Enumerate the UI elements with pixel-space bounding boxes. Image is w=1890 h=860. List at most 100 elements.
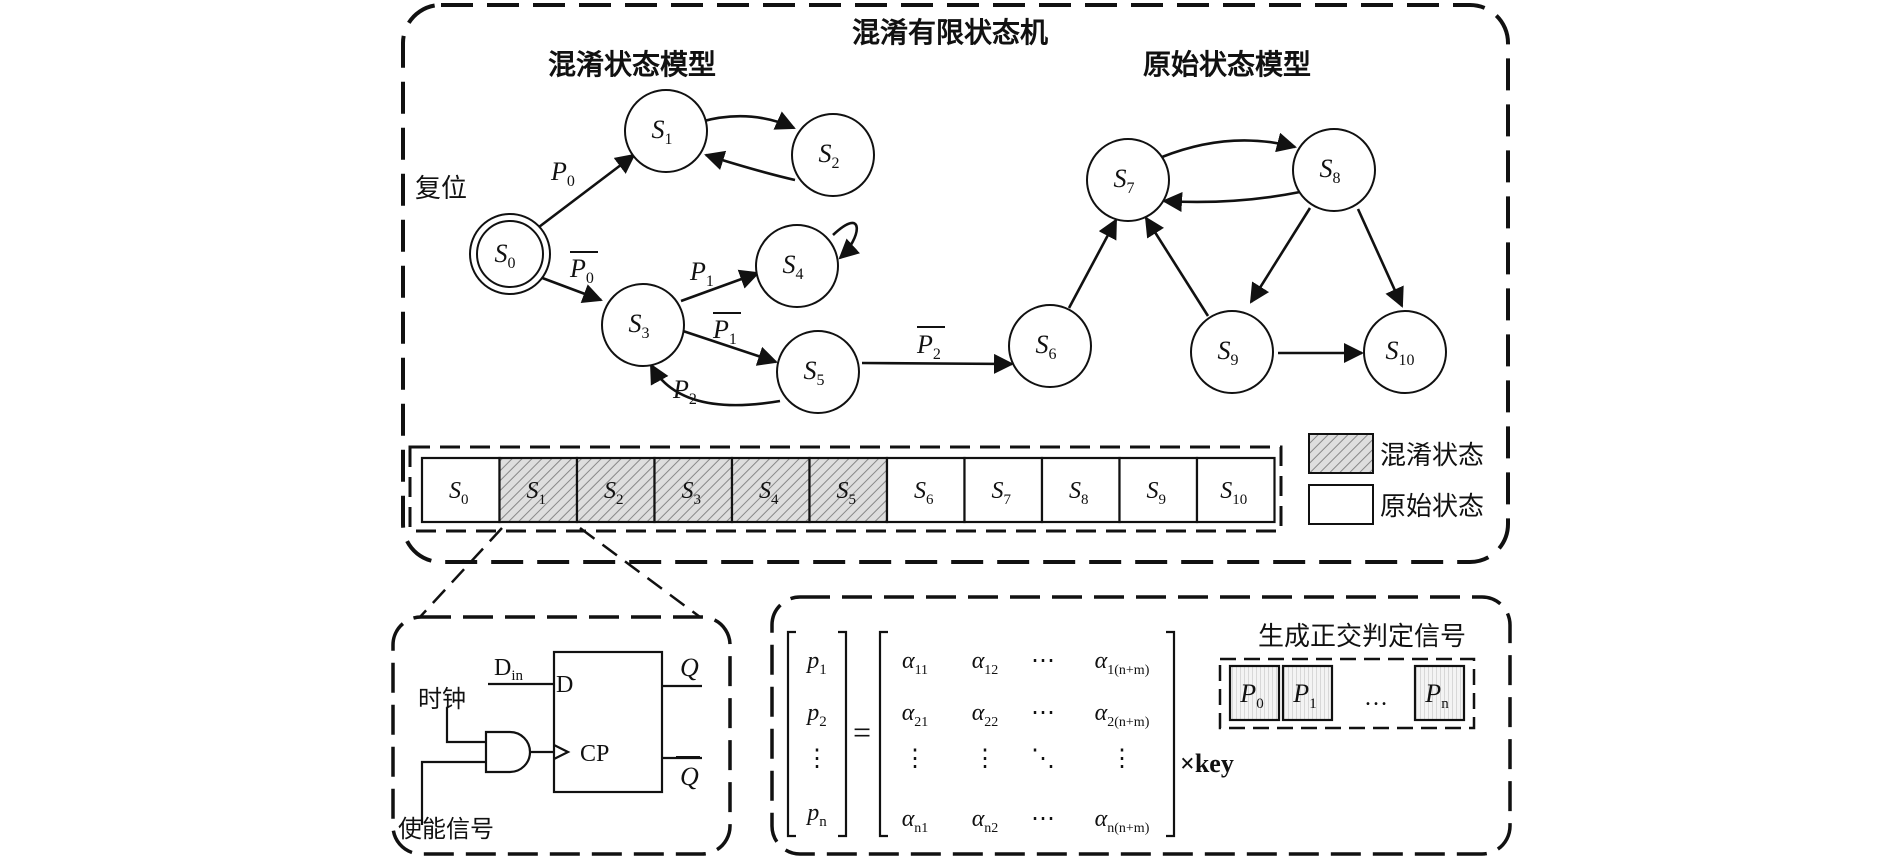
matrix-entry: αn2 (972, 806, 999, 836)
matrix-entry: α12 (972, 648, 999, 678)
matrix-panel-frame (770, 595, 1512, 856)
matrix-entry: ⋯ (1031, 648, 1055, 674)
register-cell-label: S0 (449, 478, 469, 508)
state-node-s9 (1190, 310, 1274, 394)
flipflop-q-label: Q (680, 653, 699, 682)
edge-s5-s3 (649, 363, 781, 407)
state-node-s1 (624, 89, 708, 173)
edge-s7-s8 (1161, 132, 1297, 159)
matrix-entry: ⋯ (1031, 806, 1055, 832)
state-label-s7: S7 (1114, 164, 1135, 197)
matrix-entry: αn(n+m) (1095, 806, 1150, 836)
enable-label: 使能信号 (398, 815, 494, 843)
register-cell (963, 456, 1044, 524)
register-frame (408, 445, 1283, 533)
matrix-entry: αn1 (902, 806, 929, 836)
register-cell-label: S2 (604, 478, 624, 508)
p-vector-brackets (786, 630, 1176, 838)
matrix-entry: α2(n+m) (1095, 700, 1150, 730)
register-cell (575, 456, 656, 524)
and-gate (484, 730, 532, 774)
top-panel-title: 混淆有限状态机 (852, 16, 1048, 49)
signals-frame (1218, 657, 1476, 730)
state-node-s10 (1363, 310, 1447, 394)
flipflop-qbar-label: Q (680, 762, 699, 791)
times-key-label: ×key (1180, 749, 1234, 778)
flipflop-d-label: D (556, 672, 573, 698)
state-nodes (469, 89, 1447, 414)
state-label-s3: S3 (629, 309, 650, 342)
state-label-s9: S9 (1218, 336, 1239, 369)
state-node-s0 (476, 220, 544, 288)
zoom-line-left (419, 527, 503, 618)
edge-s0-s3 (536, 274, 603, 304)
edge-s1-s2 (699, 111, 796, 130)
matrix-entry: ⋮ (1110, 746, 1134, 772)
edge-s8-s10 (1356, 208, 1404, 308)
signals-title: 生成正交判定信号 (1258, 622, 1466, 652)
state-node-s4 (755, 224, 839, 308)
state-node-s8 (1292, 128, 1376, 212)
flipflop-cp-label: CP (580, 741, 609, 767)
register-cell-label: S4 (759, 478, 779, 508)
matrix-entry: α22 (972, 700, 999, 730)
matrix-equals: = (853, 714, 871, 750)
flipflop-circuit (420, 650, 702, 825)
register-cell-label: S8 (1069, 478, 1089, 508)
legend-obfuscated-label: 混淆状态 (1380, 441, 1484, 471)
register-cell (885, 456, 966, 524)
edge-s4-self (832, 221, 861, 260)
state-node-s2 (791, 113, 875, 197)
signal-cell-label: P1 (1292, 679, 1316, 712)
state-label-s6: S6 (1036, 330, 1057, 363)
edge-s9-s7 (1144, 216, 1210, 317)
edge-label-p0bar: P0 (569, 254, 594, 287)
legend-obfuscated-swatch (1308, 433, 1374, 474)
edge-label-p1bar: P1 (712, 315, 737, 348)
state-node-s3 (601, 283, 685, 367)
signal-cells: P0 P1 … Pn (1228, 664, 1466, 722)
original-model-title: 原始状态模型 (1143, 48, 1311, 81)
edge-s5-s6 (861, 353, 1014, 374)
state-label-s4: S4 (783, 250, 804, 283)
edge-s3-s4 (680, 269, 760, 303)
edge-label-p0: P0 (550, 157, 575, 190)
top-panel-frame (401, 3, 1510, 564)
signal-cell-label: Pn (1424, 679, 1449, 712)
state-label-s0: S0 (495, 239, 516, 272)
p-vector-entry: p2 (805, 700, 827, 730)
reset-label: 复位 (415, 174, 467, 204)
edge-s2-s1 (704, 150, 796, 182)
state-node-s6 (1008, 304, 1092, 388)
edge-labels: P0 P0 P1 P1 P2 P2 (550, 157, 945, 408)
register-cell-label: S9 (1147, 478, 1167, 508)
signal-cell (1281, 664, 1334, 722)
matrix-entry: ⋮ (973, 746, 997, 772)
register-cell (1040, 456, 1121, 524)
signal-ellipsis: … (1364, 685, 1388, 711)
register-cell-label: S3 (682, 478, 702, 508)
state-label-s8: S8 (1320, 154, 1341, 187)
matrix-entry: ⋮ (903, 746, 927, 772)
legend-original-label: 原始状态 (1380, 492, 1484, 522)
register-cell-label: S10 (1220, 478, 1247, 508)
register-cell-label: S6 (914, 478, 934, 508)
legend-original-swatch (1308, 484, 1374, 525)
flipflop-clock-triangle (553, 744, 571, 760)
register-cell (1118, 456, 1199, 524)
edge-label-p2: P2 (672, 375, 697, 408)
signal-cell-label: P0 (1239, 679, 1263, 712)
p-vector-entry: pn (805, 800, 827, 830)
signal-cell (1228, 664, 1281, 722)
edge-s6-s7 (1067, 218, 1118, 309)
flipflop-panel-frame (391, 615, 732, 856)
register-cell-label: S7 (992, 478, 1012, 508)
edge-s0-s1 (534, 153, 636, 232)
state-label-s1: S1 (652, 115, 673, 148)
edge-s3-s5 (682, 329, 778, 366)
matrix-entry: ⋯ (1031, 700, 1055, 726)
